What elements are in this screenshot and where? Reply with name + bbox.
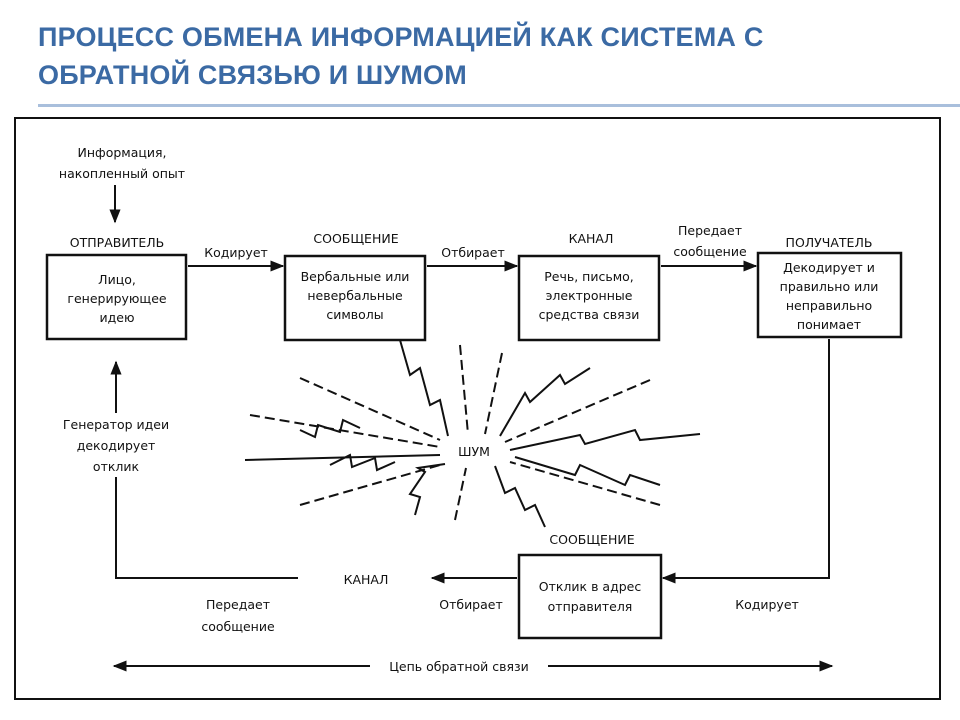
generator-line-2: декодирует: [77, 438, 156, 453]
receiver-heading: ПОЛУЧАТЕЛЬ: [786, 235, 873, 250]
transmits-label-line-1: Передает: [678, 223, 742, 238]
message-box-line-1: Вербальные или: [301, 269, 410, 284]
generator-label-bg: [40, 413, 190, 477]
receiver-box-line-1: Декодирует и: [783, 260, 875, 275]
transmits-label-line-2: сообщение: [673, 244, 747, 259]
channel-heading: КАНАЛ: [569, 231, 614, 246]
generator-line-1: Генератор идеи: [63, 417, 169, 432]
receiver-box: [756, 251, 903, 339]
feedback-line-from-receiver: [661, 339, 830, 584]
feedback-channel-heading: КАНАЛ: [344, 572, 389, 587]
feedback-encodes-label: Кодирует: [735, 597, 799, 612]
feedback-message-heading: СООБЩЕНИЕ: [549, 532, 634, 547]
message-box: [283, 254, 427, 342]
title-line-2: ОБРАТНОЙ СВЯЗЬЮ И ШУМОМ: [38, 60, 467, 90]
channel-box-line-1: Речь, письмо,: [544, 269, 634, 284]
response-box-line-2: отправителя: [548, 599, 633, 614]
encodes-label: Кодирует: [204, 245, 268, 260]
sender-box: [45, 253, 188, 341]
diagram-frame: [14, 117, 941, 700]
feedback-transmits-line-1: Передает: [206, 597, 270, 612]
sender-heading: ОТПРАВИТЕЛЬ: [70, 235, 164, 250]
message-heading: СООБЩЕНИЕ: [313, 231, 398, 246]
response-box: [517, 553, 663, 640]
feedback-selects-label: Отбирает: [439, 597, 503, 612]
sender-box-line-2: генерирующее: [67, 291, 166, 306]
noise-label: ШУМ: [458, 444, 490, 459]
sender-box-line-1: Лицо,: [98, 272, 136, 287]
response-box-line-1: Отклик в адрес: [539, 579, 642, 594]
receiver-box-line-4: понимает: [797, 317, 861, 332]
channel-box-line-2: электронные: [546, 288, 633, 303]
sender-box-line-3: идею: [100, 310, 135, 325]
feedback-transmits-line-2: сообщение: [201, 619, 275, 634]
slide-title: ПРОЦЕСС ОБМЕНА ИНФОРМАЦИЕЙ КАК СИСТЕМА С…: [38, 18, 918, 94]
channel-box: [517, 254, 661, 342]
title-line-1: ПРОЦЕСС ОБМЕНА ИНФОРМАЦИЕЙ КАК СИСТЕМА С: [38, 22, 764, 52]
receiver-box-line-2: правильно или: [780, 279, 879, 294]
message-box-line-3: символы: [326, 307, 383, 322]
input-label-line-1: Информация,: [77, 145, 166, 160]
generator-line-3: отклик: [93, 459, 140, 474]
noise-burst: [244, 339, 701, 528]
receiver-box-line-3: неправильно: [786, 298, 872, 313]
feedback-loop-label: Цепь обратной связи: [389, 659, 529, 674]
selects-label: Отбирает: [441, 245, 505, 260]
channel-box-line-3: средства связи: [539, 307, 640, 322]
input-label-line-2: накопленный опыт: [59, 166, 185, 181]
message-box-line-2: невербальные: [307, 288, 403, 303]
title-divider: [38, 104, 960, 107]
